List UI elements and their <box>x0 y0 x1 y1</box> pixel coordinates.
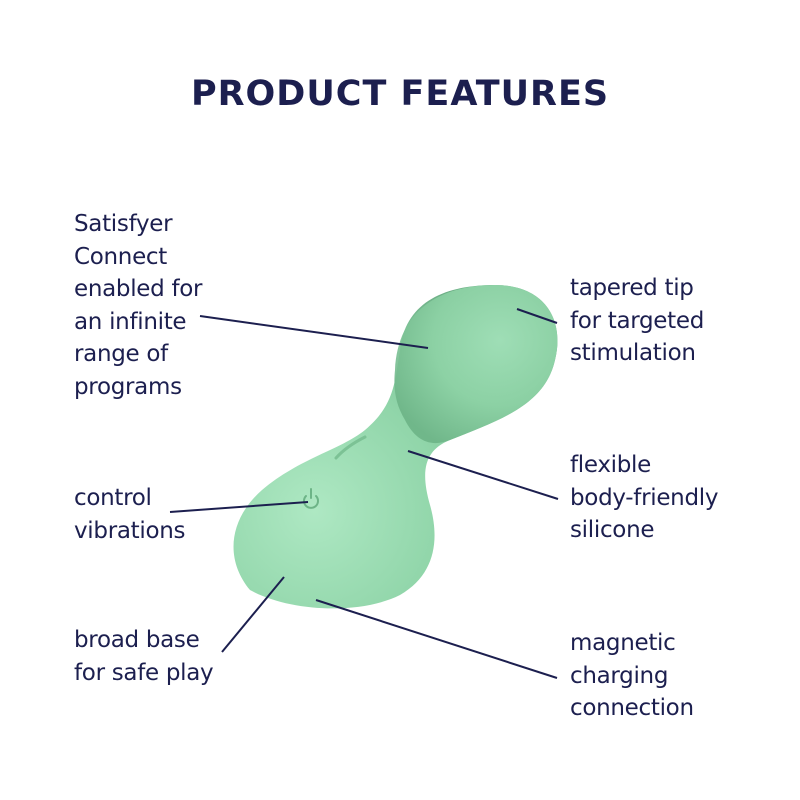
page-title: PRODUCT FEATURES <box>190 74 610 114</box>
feature-line: for safe play <box>74 659 214 686</box>
feature-label-tip: tapered tip for targeted stimulation <box>570 272 704 370</box>
power-icon <box>303 488 319 509</box>
feature-label-silicone: flexible body-friendly silicone <box>570 449 718 547</box>
feature-line: silicone <box>570 517 655 543</box>
leader-line-silicone <box>407 450 559 500</box>
feature-label-connect: Satisfyer Connect enabled for an infinit… <box>74 208 203 403</box>
feature-line: for targeted <box>570 307 705 334</box>
feature-line: magnetic <box>570 630 676 656</box>
feature-line: vibrations <box>74 517 186 544</box>
feature-line: programs <box>74 373 182 400</box>
leader-line-connect <box>199 315 429 349</box>
feature-line: Satisfyer <box>74 211 173 237</box>
feature-label-control: control vibrations <box>74 482 186 547</box>
feature-label-charging: magnetic charging connection <box>570 627 694 725</box>
feature-line: an infinite <box>74 308 187 335</box>
leader-line-control <box>169 501 309 513</box>
feature-line: Connect <box>74 243 167 270</box>
leader-lines <box>169 308 559 679</box>
device-body <box>233 285 558 609</box>
feature-line: stimulation <box>570 340 696 366</box>
leader-line-base <box>221 576 285 653</box>
feature-label-base: broad base for safe play <box>74 624 214 689</box>
feature-line: broad base <box>74 627 200 653</box>
feature-line: control <box>74 485 152 511</box>
feature-line: connection <box>570 695 694 721</box>
feature-line: body-friendly <box>570 484 719 511</box>
feature-line: range of <box>74 341 168 367</box>
leader-line-charging <box>315 599 558 679</box>
feature-line: tapered tip <box>570 275 694 301</box>
feature-line: charging <box>570 662 669 689</box>
feature-line: flexible <box>570 452 651 478</box>
feature-line: enabled for <box>74 276 203 302</box>
leader-line-tip <box>516 308 558 324</box>
